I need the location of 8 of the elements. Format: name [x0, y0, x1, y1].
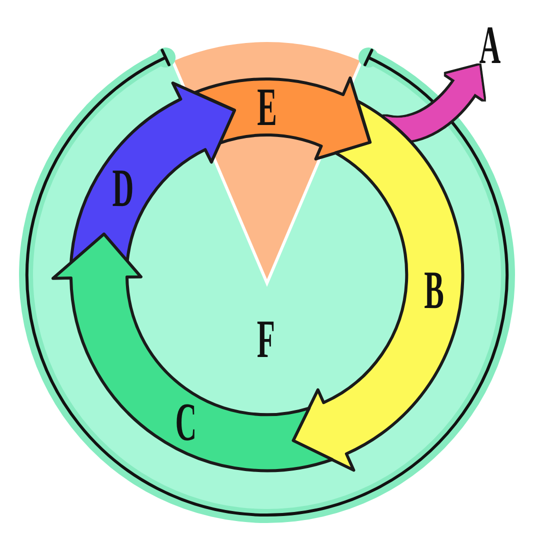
segment-letter: B: [424, 269, 444, 310]
segment-letter: D: [112, 168, 134, 209]
cycle-segment: [69, 80, 237, 265]
cycle-segment: [51, 232, 334, 473]
center-letter: F: [256, 318, 276, 360]
segment-letter: E: [257, 86, 277, 128]
letter-label: A: [479, 24, 501, 66]
segment-letter: C: [174, 402, 196, 442]
